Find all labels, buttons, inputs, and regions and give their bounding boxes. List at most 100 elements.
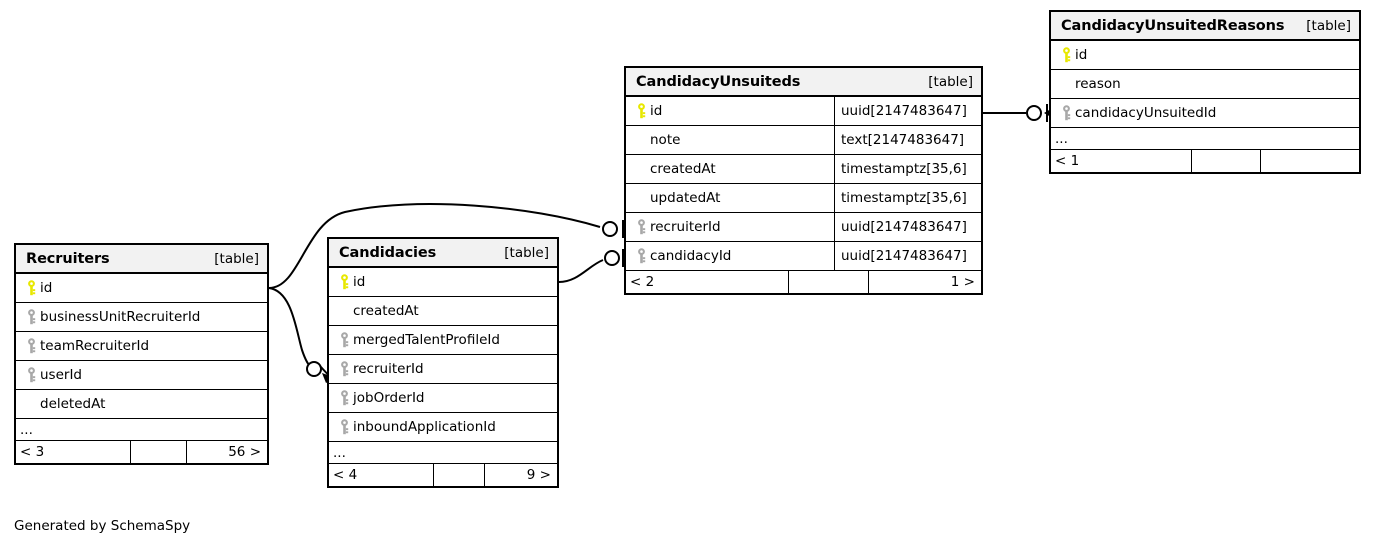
schemaspy-credit: Generated by SchemaSpy: [14, 518, 191, 534]
primary-key-icon: [1057, 47, 1075, 63]
table-header-recruiters: Recruiters [table]: [16, 245, 267, 274]
column-row[interactable]: candidacyUnsuitedId: [1051, 99, 1359, 128]
table-header-candidacies: Candidacies[table]: [329, 239, 557, 268]
foreign-key-icon: [335, 361, 353, 377]
table-type-tag: [table]: [928, 73, 973, 90]
column-name-cell: deletedAt: [16, 390, 267, 418]
foreign-key-icon: [1057, 105, 1075, 121]
table-type-tag: [table]: [1306, 17, 1351, 34]
column-label: recruiterId: [353, 361, 424, 377]
table-footer-recruiters: < 3 56 >: [16, 441, 267, 463]
column-type-cell: timestamptz[35,6]: [834, 155, 981, 183]
column-row[interactable]: teamRecruiterId: [16, 332, 267, 361]
column-name-cell: id: [1051, 41, 1359, 69]
footer-parent-count[interactable]: < 1: [1055, 153, 1080, 169]
table-title: Recruiters: [26, 250, 110, 267]
foreign-key-icon: [22, 367, 40, 383]
column-row[interactable]: note text[2147483647]: [626, 126, 981, 155]
footer-middle: [130, 441, 186, 463]
ellipsis-label: ...: [333, 444, 346, 461]
column-label: reason: [1075, 76, 1121, 92]
primary-key-icon: [22, 280, 40, 296]
table-candidacy-unsuited-reasons[interactable]: CandidacyUnsuitedReasons[table] id reason c…: [1049, 10, 1361, 174]
column-row[interactable]: recruiterId: [329, 355, 557, 384]
footer-child-count[interactable]: 9 >: [484, 464, 557, 486]
column-label: recruiterId: [650, 219, 721, 235]
footer-child-count[interactable]: [1260, 150, 1359, 172]
primary-key-icon: [632, 103, 650, 119]
column-name-cell: createdAt: [329, 297, 557, 325]
column-name-cell: id: [626, 97, 834, 125]
footer-middle: [788, 271, 868, 293]
table-footer-candidacy-unsuiteds: < 2 1 >: [626, 271, 981, 293]
column-row[interactable]: mergedTalentProfileId: [329, 326, 557, 355]
column-row[interactable]: deletedAt: [16, 390, 267, 419]
column-label: teamRecruiterId: [40, 338, 150, 354]
column-label: id: [650, 103, 663, 119]
column-name-cell: businessUnitRecruiterId: [16, 303, 267, 331]
footer-parent-count[interactable]: < 2: [630, 274, 655, 290]
table-header-candidacy-unsuited-reasons: CandidacyUnsuitedReasons[table]: [1051, 12, 1359, 41]
column-row[interactable]: inboundApplicationId: [329, 413, 557, 442]
column-name-cell: teamRecruiterId: [16, 332, 267, 360]
column-name-cell: userId: [16, 361, 267, 389]
column-label: updatedAt: [650, 190, 721, 206]
column-row[interactable]: userId: [16, 361, 267, 390]
foreign-key-icon: [335, 332, 353, 348]
table-footer-candidacies: < 4 9 >: [329, 464, 557, 486]
column-type-cell: text[2147483647]: [834, 126, 981, 154]
column-row[interactable]: id: [329, 268, 557, 297]
footer-parent-count[interactable]: < 4: [333, 467, 358, 483]
column-row[interactable]: createdAt: [329, 297, 557, 326]
column-name-cell: note: [626, 126, 834, 154]
footer-child-count[interactable]: 1 >: [868, 271, 981, 293]
column-name-cell: recruiterId: [626, 213, 834, 241]
primary-key-icon: [335, 274, 353, 290]
column-label: candidacyUnsuitedId: [1075, 105, 1217, 121]
column-row[interactable]: jobOrderId: [329, 384, 557, 413]
table-type-tag: [table]: [214, 250, 259, 267]
column-name-cell: inboundApplicationId: [329, 413, 557, 441]
foreign-key-icon: [22, 309, 40, 325]
column-type-cell: uuid[2147483647]: [834, 213, 981, 241]
column-label: note: [650, 132, 681, 148]
column-row[interactable]: recruiterId uuid[2147483647]: [626, 213, 981, 242]
column-label: deletedAt: [40, 396, 106, 412]
more-columns-indicator[interactable]: ...: [16, 419, 267, 441]
table-recruiters[interactable]: Recruiters [table] id businessUnitRecruiter…: [14, 243, 269, 465]
edge-recruiters-candidacies: [268, 287, 336, 383]
column-label: candidacyId: [650, 248, 732, 264]
column-row[interactable]: updatedAt timestamptz[35,6]: [626, 184, 981, 213]
foreign-key-icon: [22, 338, 40, 354]
table-type-tag: [table]: [504, 244, 549, 261]
column-name-cell: mergedTalentProfileId: [329, 326, 557, 354]
more-columns-indicator[interactable]: ...: [329, 442, 557, 464]
column-row[interactable]: id: [16, 274, 267, 303]
table-title: CandidacyUnsuiteds: [636, 73, 801, 90]
column-name-cell: createdAt: [626, 155, 834, 183]
foreign-key-icon: [632, 219, 650, 235]
column-label: id: [40, 280, 53, 296]
more-columns-indicator[interactable]: ...: [1051, 128, 1359, 150]
ellipsis-label: ...: [1055, 130, 1068, 147]
column-name-cell: id: [329, 268, 557, 296]
column-type-cell: timestamptz[35,6]: [834, 184, 981, 212]
column-name-cell: reason: [1051, 70, 1359, 98]
column-label: id: [1075, 47, 1088, 63]
footer-child-count[interactable]: 56 >: [186, 441, 267, 463]
column-name-cell: candidacyUnsuitedId: [1051, 99, 1359, 127]
foreign-key-icon: [335, 419, 353, 435]
footer-parent-count[interactable]: < 3: [20, 444, 45, 460]
footer-middle: [1191, 150, 1260, 172]
column-row[interactable]: id: [1051, 41, 1359, 70]
ellipsis-label: ...: [20, 421, 33, 438]
column-row[interactable]: reason: [1051, 70, 1359, 99]
foreign-key-icon: [632, 248, 650, 264]
column-row[interactable]: businessUnitRecruiterId: [16, 303, 267, 332]
